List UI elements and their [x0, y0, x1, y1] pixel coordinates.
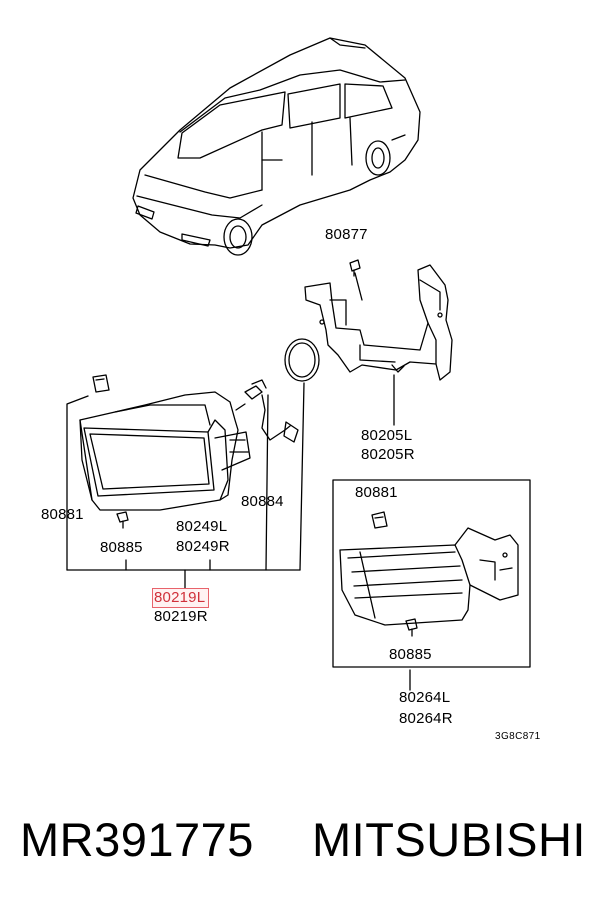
fog-lamp — [79, 391, 251, 511]
label-80264l: 80264L — [399, 689, 451, 706]
label-80219l-highlighted[interactable]: 80219L — [152, 588, 210, 608]
bulb-socket — [244, 379, 299, 443]
label-80885-left: 80885 — [100, 539, 143, 556]
screw-80885-box-icon — [405, 618, 418, 637]
label-80877: 80877 — [325, 226, 368, 243]
leader-lines — [66, 272, 411, 691]
brand-name: MITSUBISHI — [312, 813, 586, 866]
part-number: MR391775 — [20, 813, 254, 866]
label-80881-left: 80881 — [41, 506, 84, 523]
screw-80885-icon — [116, 511, 129, 529]
label-80885-box: 80885 — [389, 646, 432, 663]
label-80219r: 80219R — [154, 608, 208, 625]
label-80249r: 80249R — [176, 538, 230, 555]
vehicle-illustration — [132, 37, 421, 256]
label-80264r: 80264R — [399, 710, 453, 727]
parts-diagram — [66, 37, 531, 691]
cover-group-box — [332, 479, 531, 668]
footer: MR391775 MITSUBISHI — [0, 800, 600, 880]
cover-80264 — [339, 527, 519, 626]
label-80881-box: 80881 — [355, 484, 398, 501]
label-80205r: 80205R — [361, 446, 415, 463]
bracket-80205 — [304, 264, 453, 381]
bolt-80877-icon — [349, 259, 361, 277]
label-80884: 80884 — [241, 493, 284, 510]
ring-seal — [284, 338, 320, 382]
clip-80881-icon — [92, 374, 110, 393]
clip-80881-box-icon — [371, 511, 388, 529]
label-80249l: 80249L — [176, 518, 228, 535]
diagram-code: 3G8C871 — [495, 731, 541, 742]
label-80205l: 80205L — [361, 427, 413, 444]
